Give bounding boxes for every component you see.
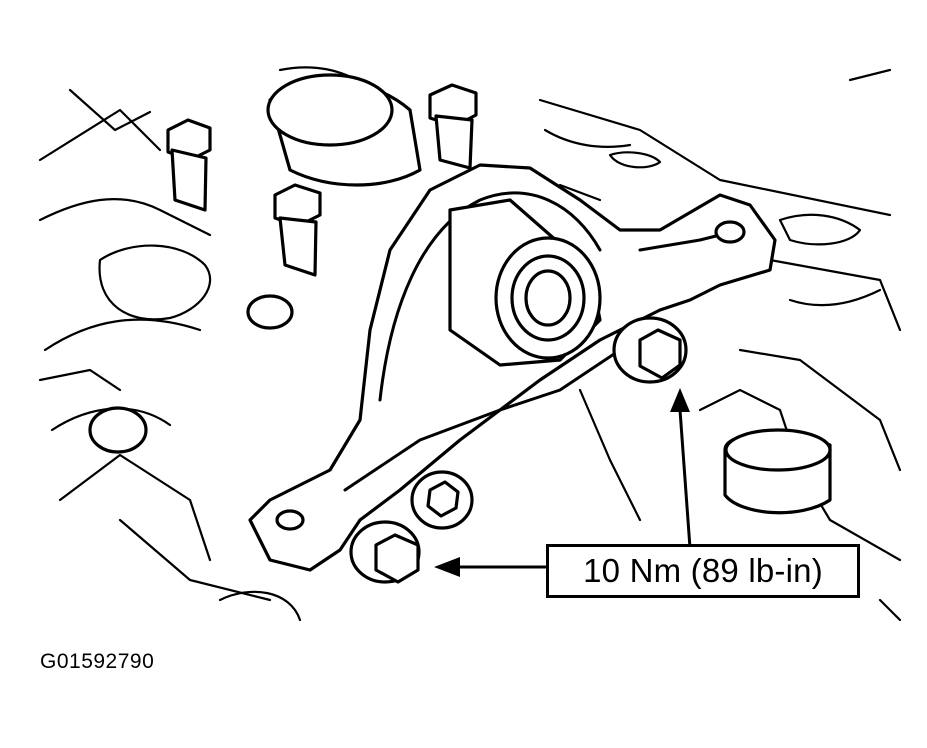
fitting-left [88,294,294,454]
figure-id: G01592790 [40,650,155,673]
upper-bolt-left [166,118,212,212]
bolt-icon [612,316,688,384]
torque-callout: 10 Nm (89 lb-in) [546,544,860,598]
bolt-icon-lower [349,520,421,584]
fitting-right [723,428,832,515]
pulley-icon [448,198,602,367]
socket-bolt [410,470,474,530]
upper-bolt-middle [273,183,322,277]
engine-block-outline [38,66,902,622]
bracket-icon [248,163,777,572]
torque-label: 10 Nm (89 lb-in) [583,552,823,589]
pulley-housing [266,73,422,187]
arrow-icon [434,388,692,577]
upper-bolt-right [428,83,478,170]
engine-bracket-diagram [38,66,902,622]
